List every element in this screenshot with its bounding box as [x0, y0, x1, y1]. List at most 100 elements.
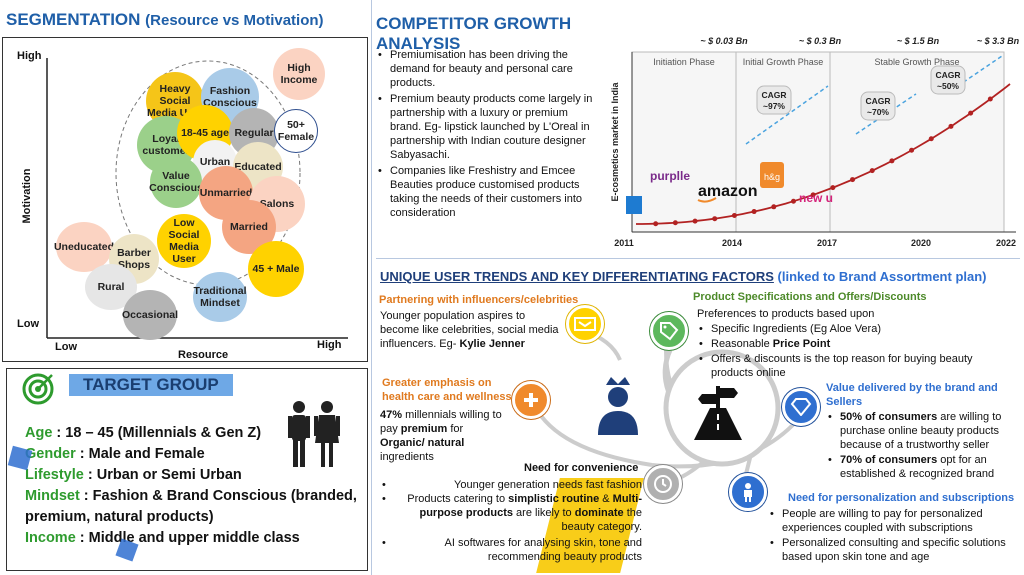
trends-title: UNIQUE USER TRENDS AND KEY DIFFERENTIATI… — [380, 269, 1020, 284]
personal-bullet-1: People are willing to pay for personaliz… — [768, 507, 1018, 535]
phase-box — [735, 51, 831, 233]
convenience-bullet-2: Products catering to simplistic routine … — [380, 492, 642, 534]
curve-point — [653, 221, 659, 227]
road-sign-icon — [692, 384, 744, 447]
curve-point — [869, 168, 875, 174]
value-heading: Value delivered by the brand and Sellers — [826, 382, 998, 408]
bubble-low-social: Low Social Media User — [157, 214, 211, 268]
y-high-label: High — [17, 50, 42, 62]
target-income: Income : Middle and upper middle class — [25, 530, 300, 546]
bubble-value-conscious: Value Conscious — [149, 156, 203, 208]
cagr-bubble — [756, 85, 792, 115]
value-bullets: 50% of consumers are willing to purchase… — [826, 410, 1018, 481]
convenience-bullet-3: AI softwares for analysing skin, tone an… — [380, 536, 642, 564]
target-list: Age : 18 – 45 (Millennials & Gen Z) Gend… — [25, 423, 365, 549]
phase-box — [631, 51, 737, 233]
value-bullet-1: 50% of consumers are willing to purchase… — [826, 410, 1018, 452]
bubble-occasional: Occasional — [122, 290, 178, 340]
curve-point — [948, 123, 954, 129]
y-axis-title: Motivation — [21, 168, 33, 224]
curve-point — [850, 177, 856, 183]
trends-title-text: UNIQUE USER TRENDS AND KEY DIFFERENTIATI… — [380, 269, 774, 284]
curve-point — [987, 96, 993, 102]
competitor-bullet-3: Companies like Freshistry and Emcee Beau… — [376, 164, 598, 220]
bubble-high-income: High Income — [273, 48, 325, 100]
top-value-label: ~ $ 0.03 Bn — [700, 36, 748, 46]
x-tick-label: 2014 — [722, 238, 742, 248]
personal-bullet-2: Personalized consulting and specific sol… — [768, 536, 1018, 564]
cagr-value: ~97% — [763, 101, 785, 111]
clock-circle-icon — [644, 465, 682, 503]
specs-bullet-3: Offers & discounts is the top reason for… — [697, 352, 997, 380]
phase-label: Initial Growth Phase — [743, 57, 824, 67]
people-icon — [283, 399, 343, 474]
x-tick-label: 2011 — [614, 238, 634, 248]
trend-line — [745, 85, 829, 145]
person-circle-icon — [729, 473, 767, 511]
target-panel: TARGET GROUP Age : 18 – 45 (Millennials … — [6, 368, 368, 571]
bubble-45-male: 45 + Male — [248, 241, 304, 297]
top-value-label: ~ $ 0.3 Bn — [799, 36, 842, 46]
cagr-label: CAGR — [865, 96, 890, 106]
brand-label: h&g — [764, 172, 780, 182]
health-circle-icon — [512, 381, 550, 419]
brand-logo-mark — [626, 196, 642, 214]
horizontal-divider — [376, 258, 1020, 259]
target-gender: Gender : Male and Female — [25, 446, 205, 462]
bubble-uneducated: Uneducated — [54, 222, 114, 272]
x-tick-label: 2022 — [996, 238, 1016, 248]
curve-point — [810, 192, 816, 198]
brand-logo-mark — [760, 162, 784, 188]
crown-person-icon — [594, 375, 642, 442]
personal-heading: Need for personalization and subscriptio… — [788, 492, 1015, 504]
x-axis-title: Resource — [178, 349, 229, 361]
cagr-label: CAGR — [761, 90, 786, 100]
diamond-circle-icon — [782, 388, 820, 426]
phase-box — [829, 51, 1005, 233]
x-low-label: Low — [55, 341, 77, 353]
competitor-bullets: Premiumisation has been driving the dema… — [376, 48, 598, 220]
target-icon — [21, 372, 55, 411]
tag-circle-icon — [650, 312, 688, 350]
curve-point — [771, 204, 777, 210]
target-title: TARGET GROUP — [69, 374, 233, 396]
segmentation-axes — [46, 58, 348, 339]
curve-point — [928, 136, 934, 142]
segmentation-panel: High Low Motivation Low High Resource He… — [2, 37, 368, 362]
target-age: Age : 18 – 45 (Millennials & Gen Z) — [25, 425, 262, 441]
target-lifestyle: Lifestyle : Urban or Semi Urban — [25, 467, 242, 483]
curve-point — [790, 198, 796, 204]
specs-bullet-1: Specific Ingredients (Eg Aloe Vera) — [697, 322, 997, 336]
x-high-label: High — [317, 339, 342, 351]
cagr-bubble — [930, 65, 966, 95]
health-text: 47% millennials willing to pay premium f… — [380, 409, 502, 463]
x-tick-label: 2017 — [817, 238, 837, 248]
influencers-heading: Partnering with influencers/celebrities — [379, 294, 579, 306]
brand-label: new u — [799, 191, 833, 205]
y-low-label: Low — [17, 318, 39, 330]
cagr-value: ~50% — [937, 81, 959, 91]
brand-label: amazon — [698, 183, 758, 200]
convenience-bullet-1: Younger generation needs fast fashion — [380, 478, 642, 492]
bubble-traditional-mindset: Traditional Mindset — [193, 272, 247, 322]
value-bullet-2: 70% of consumers opt for an established … — [826, 453, 1018, 481]
specs-heading: Product Specifications and Offers/Discou… — [693, 291, 927, 303]
growth-curve — [636, 83, 1011, 225]
specs-bullet-2: Reasonable Price Point — [697, 337, 997, 351]
y-axis-title: E-cosmetics market in India — [610, 81, 620, 201]
phase-label: Initiation Phase — [653, 57, 715, 67]
personal-bullets: People are willing to pay for personaliz… — [768, 507, 1018, 564]
curve-point — [968, 110, 974, 116]
curve-point — [889, 158, 895, 164]
competitor-bullet-1: Premiumisation has been driving the dema… — [376, 48, 598, 90]
trends-title-suffix: (linked to Brand Assortment plan) — [777, 269, 987, 284]
segmentation-title-text: SEGMENTATION — [6, 10, 141, 29]
brand-label: purplle — [650, 169, 690, 183]
curve-point — [712, 216, 718, 222]
cagr-label: CAGR — [935, 70, 960, 80]
influencers-text: Younger population aspires to become lik… — [380, 310, 559, 350]
brand-logo-mark — [697, 197, 717, 203]
influencer-circle-icon — [566, 305, 604, 343]
cagr-bubble — [860, 91, 896, 121]
